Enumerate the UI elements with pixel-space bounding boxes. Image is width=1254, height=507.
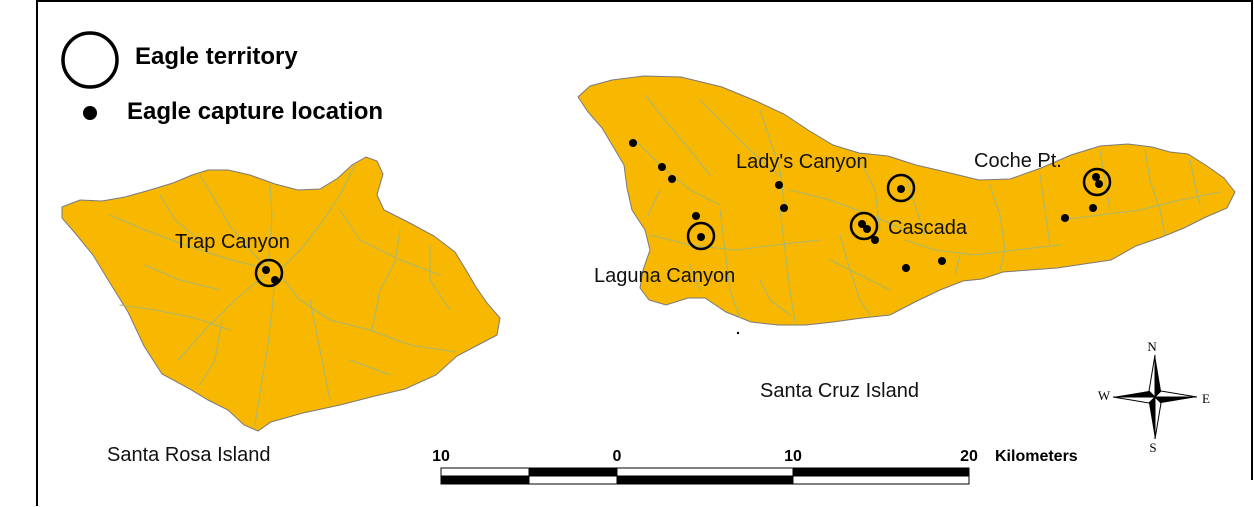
compass-star-icon [1112, 354, 1198, 440]
capture-point[interactable] [1089, 204, 1097, 212]
santa-rosa-landmass [61, 156, 501, 432]
capture-point[interactable] [658, 163, 666, 171]
capture-point[interactable] [668, 175, 676, 183]
eagle-territories [254, 167, 1112, 288]
scale-segment [528, 467, 618, 477]
compass-south-label: S [1149, 440, 1156, 455]
capture-point[interactable] [629, 139, 637, 147]
legend: Eagle territory Eagle capture location [61, 31, 383, 125]
label-ladys-canyon: Lady's Canyon [736, 151, 868, 173]
capture-point[interactable] [697, 233, 705, 241]
capture-point[interactable] [736, 331, 740, 335]
capture-point[interactable] [780, 204, 788, 212]
scale-segment [440, 475, 530, 485]
capture-point[interactable] [897, 185, 905, 193]
capture-point[interactable] [1095, 180, 1103, 188]
compass-north-label: N [1147, 339, 1157, 354]
territory-circle-coche-pt[interactable] [1082, 167, 1112, 197]
territory-circle-cascada[interactable] [849, 211, 879, 241]
capture-point[interactable] [863, 225, 871, 233]
scale-segment [528, 475, 618, 485]
territory-circle-laguna-canyon[interactable] [686, 221, 716, 251]
compass-east-label: E [1202, 391, 1210, 406]
scale-segment [616, 475, 794, 485]
scale-segment [616, 467, 794, 477]
capture-point[interactable] [262, 266, 270, 274]
scale-tick-label: 20 [960, 448, 978, 465]
legend-territory-icon [61, 31, 119, 89]
scale-segment [792, 475, 970, 485]
place-labels: Trap Canyon Laguna Canyon Lady's Canyon … [175, 150, 1062, 287]
capture-point[interactable] [938, 257, 946, 265]
scale-segment [792, 467, 970, 477]
capture-point[interactable] [1061, 214, 1069, 222]
compass-rose: N S E W [1098, 339, 1210, 455]
label-santa-cruz-island: Santa Cruz Island [760, 380, 919, 402]
santa-rosa-island [61, 156, 501, 432]
scale-tick-label: 10 [784, 448, 802, 465]
capture-point[interactable] [1092, 173, 1100, 181]
legend-territory-label: Eagle territory [135, 43, 298, 70]
label-trap-canyon: Trap Canyon [175, 231, 290, 253]
capture-point[interactable] [775, 181, 783, 189]
label-laguna-canyon: Laguna Canyon [594, 265, 735, 287]
santa-rosa-streams [109, 164, 456, 426]
capture-point[interactable] [902, 264, 910, 272]
scale-tick-label: 0 [613, 448, 622, 465]
scale-segment [440, 467, 530, 477]
legend-capture-label: Eagle capture location [127, 98, 383, 125]
label-cascada: Cascada [888, 217, 968, 239]
legend-capture-icon [83, 106, 97, 120]
scale-bar: 10 0 10 20 Kilometers [432, 448, 1078, 485]
scale-unit-label: Kilometers [995, 448, 1078, 465]
scale-tick-label: 10 [432, 448, 450, 465]
label-coche-pt: Coche Pt. [974, 150, 1062, 172]
territory-circle-ladys-canyon[interactable] [886, 173, 916, 203]
capture-point[interactable] [271, 276, 279, 284]
compass-west-label: W [1098, 388, 1111, 403]
capture-point[interactable] [871, 236, 879, 244]
eagle-capture-locations [262, 139, 1103, 335]
label-santa-rosa-island: Santa Rosa Island [107, 444, 270, 466]
capture-point[interactable] [858, 220, 866, 228]
capture-point[interactable] [692, 212, 700, 220]
territory-circle-trap-canyon[interactable] [254, 258, 284, 288]
